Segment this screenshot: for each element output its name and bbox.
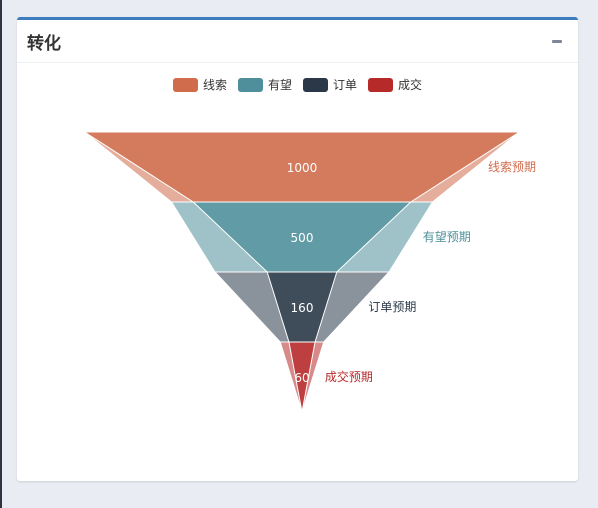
expected-label-1: 有望预期 xyxy=(423,230,471,244)
legend-swatch-prospect xyxy=(237,77,263,92)
legend-label-lead: 线索 xyxy=(202,78,227,92)
legend-swatch-deal xyxy=(368,77,394,92)
expected-label-2: 订单预期 xyxy=(368,300,416,314)
value-label-2: 160 xyxy=(291,301,314,315)
value-label-3: 60 xyxy=(294,371,309,385)
expected-label-0: 线索预期 xyxy=(488,160,536,174)
legend-item-prospect[interactable]: 有望 xyxy=(237,76,292,93)
legend-label-deal: 成交 xyxy=(398,78,423,92)
panel-header: 转化 xyxy=(17,20,578,63)
expected-label-3: 成交预期 xyxy=(325,369,373,384)
actual-segment-3[interactable] xyxy=(288,341,316,413)
legend-swatch-order xyxy=(303,77,328,92)
legend-item-lead[interactable]: 线索 xyxy=(172,76,227,93)
legend-label-prospect: 有望 xyxy=(267,78,292,92)
legend-label-order: 订单 xyxy=(333,78,358,92)
collapse-icon[interactable] xyxy=(552,40,562,43)
legend-item-deal[interactable]: 成交 xyxy=(368,76,422,93)
panel-title: 转化 xyxy=(27,34,61,54)
value-label-0: 1000 xyxy=(287,161,318,175)
window-left-edge xyxy=(0,0,2,508)
legend-swatch-lead xyxy=(172,77,198,92)
value-label-1: 500 xyxy=(291,231,314,245)
chart-legend: 线索 有望 订单 成交 xyxy=(17,76,578,93)
legend-item-order[interactable]: 订单 xyxy=(303,76,357,93)
